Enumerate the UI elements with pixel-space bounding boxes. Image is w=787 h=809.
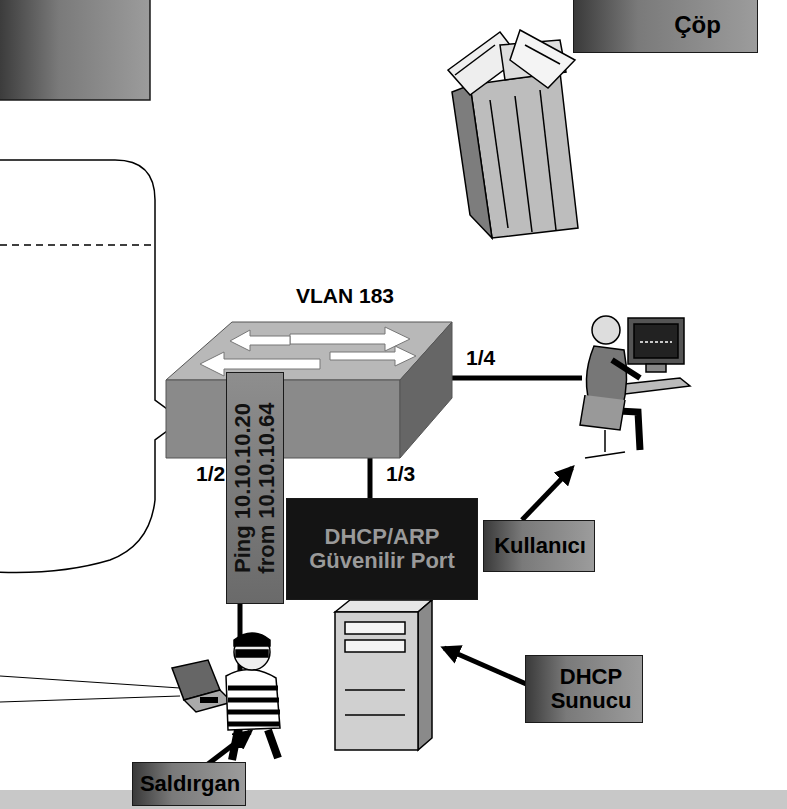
- attacker-icon: [172, 633, 280, 760]
- empty-box: [0, 0, 150, 100]
- callout-box: Saldırgan: [132, 762, 246, 806]
- wire: [440, 376, 582, 381]
- wire: [368, 455, 373, 500]
- callout-box: Çöp: [573, 0, 758, 53]
- callout-text: Ping 10.10.10.20 from 10.10.10.64: [231, 390, 279, 586]
- callout-text: Çöp: [674, 12, 721, 38]
- callout-box: Ping 10.10.10.20 from 10.10.10.64: [226, 372, 284, 604]
- server-icon: [335, 600, 432, 750]
- pointer-arrow: [208, 732, 250, 764]
- switch-icon: [166, 322, 452, 458]
- callout-text: DHCP Sunucu: [544, 665, 638, 713]
- port-number: 1/4: [466, 346, 495, 369]
- speech-bubble: [0, 160, 182, 573]
- bottom-bar: [0, 790, 787, 809]
- callout-text: Saldırgan: [140, 772, 240, 796]
- wire: [0, 676, 180, 688]
- callout-text: DHCP/ARP Güvenilir Port: [293, 525, 471, 573]
- wire: [0, 696, 180, 702]
- callout-text: Kullanıcı: [494, 534, 586, 558]
- callout-box: Kullanıcı: [483, 520, 595, 572]
- port-number: 1/3: [386, 462, 415, 485]
- trash-icon: [448, 30, 578, 238]
- vlan-label: VLAN 183: [296, 284, 394, 307]
- pointer-arrow: [522, 468, 572, 520]
- dashed-line: [0, 244, 152, 246]
- port-number: 1/2: [196, 462, 225, 485]
- callout-box: DHCP Sunucu: [525, 655, 643, 723]
- user-icon: [580, 316, 690, 458]
- port-box: DHCP/ARP Güvenilir Port: [286, 498, 478, 600]
